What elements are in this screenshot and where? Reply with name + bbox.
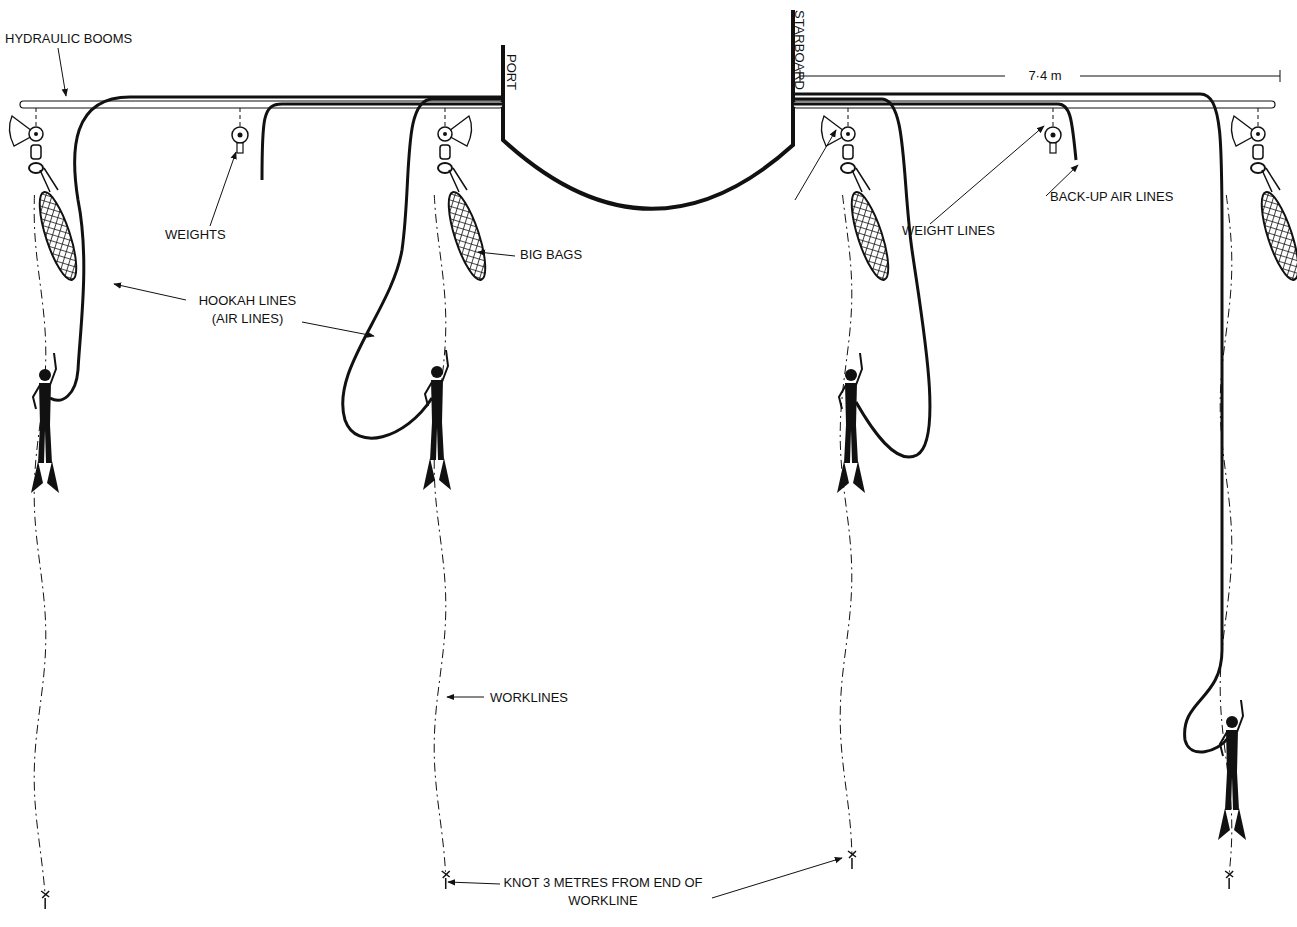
side-label: PORT: [502, 54, 520, 90]
pulley-unit: [1231, 108, 1297, 283]
leader-lines: [58, 48, 1078, 898]
label: WORKLINES: [490, 689, 600, 707]
label: WEIGHTS: [165, 226, 255, 244]
knot: [848, 851, 856, 869]
diver: [1218, 700, 1246, 840]
label: WEIGHT LINES: [902, 222, 1022, 240]
side-label: STARBOARD: [790, 10, 808, 90]
pulley-unit: [821, 108, 895, 283]
pulley-unit: [438, 108, 493, 283]
label: BACK-UP AIR LINES: [1050, 188, 1210, 206]
label: 7·4 m: [1012, 67, 1078, 85]
weight: [232, 108, 248, 153]
diver: [423, 350, 451, 490]
label: BIG BAGS: [520, 246, 610, 264]
label: HOOKAH LINES (AIR LINES): [185, 292, 310, 327]
knot: [1225, 871, 1233, 889]
weight: [1045, 108, 1061, 153]
label: KNOT 3 METRES FROM END OF WORKLINE: [503, 874, 703, 909]
workline: [434, 195, 446, 875]
diver: [837, 353, 865, 493]
boat-hull: [503, 10, 793, 209]
workline: [840, 195, 852, 855]
knot: [41, 891, 49, 909]
label: HYDRAULIC BOOMS: [5, 30, 165, 48]
diver: [31, 353, 59, 493]
pulley-unit: [9, 108, 83, 283]
workline: [34, 195, 46, 895]
knot: [442, 871, 450, 889]
hookah-lines: [50, 94, 1228, 752]
